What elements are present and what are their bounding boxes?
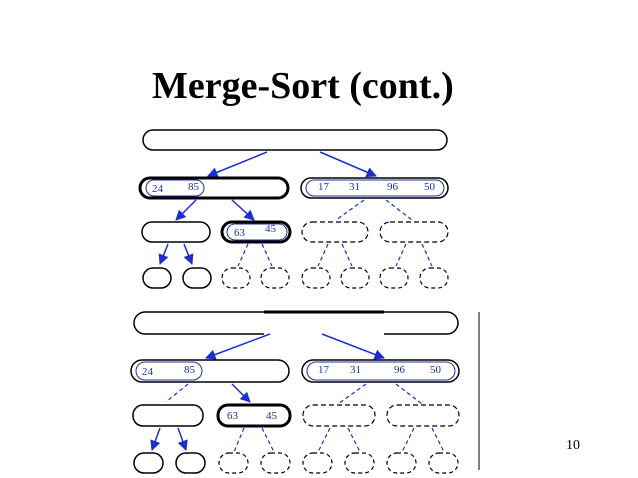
top-dash-right-b [385,199,413,221]
top-arrow-l3-2 [183,243,194,265]
top-arrow-l3-1 [158,243,169,265]
top-leaf-2 [182,267,212,289]
bottom-right-node [301,359,460,383]
top-dash-l3-6 [341,243,353,267]
bottom-leaf-6 [344,452,375,474]
bottom-dash-l3-7 [401,427,415,453]
top-arrow-left-a [175,199,197,221]
top-dash-l3-5 [317,243,329,267]
bottom-arrow-left-b [231,383,251,403]
top-leaf-7 [379,267,409,289]
bottom-dash-l3-5 [317,427,331,453]
slide-title: Merge-Sort (cont.) [152,65,454,107]
bottom-level2-node-4 [386,404,460,427]
top-leaf-4 [260,267,290,289]
bottom-left-value-2: 85 [184,364,196,376]
top-right-value-3: 96 [387,181,399,193]
bottom-arrow-root-right [321,333,385,360]
bottom-leaf-3 [218,452,249,474]
top-left-node-inner [145,179,205,197]
top-left-value-1: 24 [152,183,164,195]
top-level2-node-1 [141,221,211,243]
top-diagram: 24 85 17 31 96 50 63 45 [138,129,449,289]
bottom-level2-node-2 [216,403,292,428]
top-level2-node-3 [301,221,369,243]
bottom-dash-right-a [337,383,367,405]
bottom-leaf-4 [260,452,291,474]
bottom-leaf-1 [133,452,164,474]
top-left-value-2: 85 [188,181,200,193]
bottom-leaf-8 [428,452,459,474]
top-left-node [138,176,290,200]
bottom-level2-value-1: 63 [227,410,239,422]
bottom-leaf-5 [302,452,333,474]
top-right-node-inner [305,179,445,197]
bottom-dash-l3-4 [261,427,275,453]
top-root-node [142,129,448,151]
bottom-diagram: 24 85 17 31 96 50 63 45 [130,310,480,474]
top-arrow-left-b [231,199,255,221]
bottom-dash-right-b [395,383,423,405]
top-leaf-3 [221,267,251,289]
bottom-root-gap [264,318,384,336]
bottom-right-value-2: 31 [350,364,361,376]
bottom-leaf-7 [386,452,417,474]
top-dash-l3-8 [421,243,433,267]
bottom-dash-l3-3 [233,427,245,453]
bottom-dash-l3-8 [431,427,445,453]
top-dash-right-a [335,199,365,221]
top-level2-node-2-inner [226,223,288,241]
top-level2-node-4 [379,221,449,243]
top-leaf-5 [301,267,331,289]
bottom-right-value-4: 50 [430,364,442,376]
bottom-left-node-inner [135,361,203,381]
bottom-arrow-l3-1 [150,427,161,451]
top-arrow-root-right [319,151,377,178]
top-right-value-1: 17 [318,181,330,193]
top-leaf-8 [419,267,449,289]
bottom-level2-node-3 [302,404,376,427]
bottom-left-node [130,359,290,383]
top-level2-value-1: 63 [234,227,246,239]
top-leaf-6 [340,267,370,289]
top-leaf-1 [142,267,172,289]
top-right-value-4: 50 [424,181,436,193]
bottom-leaf-2 [175,452,206,474]
top-level2-value-2: 45 [265,223,277,235]
top-arrow-root-left [207,151,268,178]
bottom-right-value-3: 96 [394,364,406,376]
top-right-value-2: 31 [349,181,360,193]
bottom-dash-l3-6 [347,427,361,453]
page-number: 10 [566,438,580,453]
bottom-level2-value-2: 45 [266,410,278,422]
top-dash-l3-7 [395,243,407,267]
top-right-node [300,177,449,199]
top-level2-node-2 [220,220,292,244]
bottom-arrow-l3-2 [177,427,188,451]
top-dash-l3-3 [237,243,249,267]
bottom-left-value-1: 24 [142,366,154,378]
bottom-level2-node-1 [132,404,204,427]
bottom-right-node-inner [306,361,456,381]
top-dash-l3-4 [261,243,273,267]
bottom-right-value-1: 17 [318,364,330,376]
bottom-dash-left-a [165,383,189,403]
bottom-arrow-root-left [205,333,271,360]
